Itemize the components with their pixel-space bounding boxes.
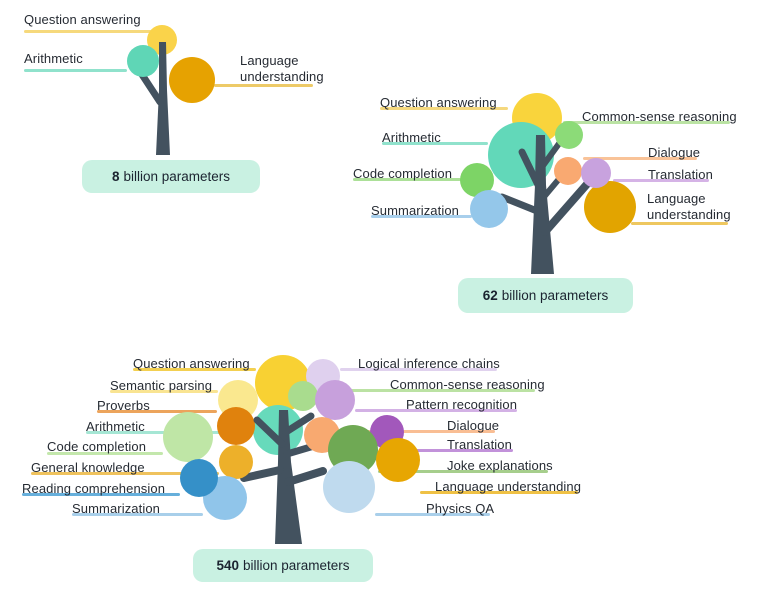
bubble-translation-62b xyxy=(581,158,611,188)
connector-reading-comprehension-540b xyxy=(22,493,180,496)
bubble-common-sense-reasoning-540b xyxy=(288,381,318,411)
badge-number-540b: 540 xyxy=(216,558,239,573)
label-joke-explanations-540b: Joke explanations xyxy=(447,458,553,473)
bubble-proverbs-540b xyxy=(217,407,255,445)
connector-language-understanding-8b xyxy=(214,84,313,87)
connector-proverbs-540b xyxy=(97,410,217,413)
label-pattern-recognition-540b: Pattern recognition xyxy=(406,397,518,412)
label-code-completion-540b: Code completion xyxy=(47,439,147,454)
label-common-sense-reasoning-540b: Common-sense reasoning xyxy=(390,377,545,392)
connector-translation-540b xyxy=(390,449,513,452)
parameter-badge-8b: 8 billion parameters xyxy=(82,160,260,193)
connector-logical-inference-chains-540b xyxy=(340,368,497,371)
bubble-language-understanding-8b xyxy=(169,57,215,103)
label-proverbs-540b: Proverbs xyxy=(97,398,150,413)
connector-arithmetic-8b xyxy=(24,69,127,72)
bubble-arithmetic-8b xyxy=(127,45,159,77)
badge-unit-62b: billion parameters xyxy=(501,288,609,303)
connector-dialogue-62b xyxy=(583,157,697,160)
connector-language-understanding-540b xyxy=(420,491,578,494)
label-translation-62b: Translation xyxy=(648,167,713,182)
label-arithmetic-62b: Arithmetic xyxy=(382,130,441,145)
connector-pattern-recognition-540b xyxy=(355,409,517,412)
connector-question-answering-540b xyxy=(133,368,256,371)
badge-number-8b: 8 xyxy=(111,169,120,184)
label-general-knowledge-540b: General knowledge xyxy=(31,460,145,475)
connector-code-completion-62b xyxy=(353,178,461,181)
label-question-answering-62b: Question answering xyxy=(380,95,497,110)
label-common-sense-reasoning-62b: Common-sense reasoning xyxy=(582,109,737,124)
label-semantic-parsing-540b: Semantic parsing xyxy=(110,378,213,393)
bubble-dialogue-62b xyxy=(554,157,582,185)
label-physics-qa-540b: Physics QA xyxy=(426,501,495,516)
connector-joke-explanations-540b xyxy=(378,470,548,473)
badge-unit-8b: billion parameters xyxy=(123,169,231,184)
parameter-badge-62b: 62 billion parameters xyxy=(458,278,633,313)
connector-summarization-540b xyxy=(72,513,203,516)
bubble-general-knowledge-540b xyxy=(219,445,253,479)
bubble-common-sense-reasoning-62b xyxy=(555,121,583,149)
bubble-language-understanding-62b xyxy=(584,181,636,233)
bubble-summarization-62b xyxy=(470,190,508,228)
label-question-answering-540b: Question answering xyxy=(133,356,250,371)
connector-question-answering-62b xyxy=(380,107,508,110)
connector-code-completion-540b xyxy=(47,452,163,455)
connector-common-sense-reasoning-62b xyxy=(563,121,730,124)
bubble-pattern-recognition-540b xyxy=(315,380,355,420)
label-language-understanding-8b: Language understanding xyxy=(240,53,324,84)
label-dialogue-62b: Dialogue xyxy=(648,145,701,160)
label-language-understanding-540b: Language understanding xyxy=(435,479,582,494)
bubble-language-understanding-540b xyxy=(376,438,420,482)
label-logical-inference-chains-540b: Logical inference chains xyxy=(358,356,500,371)
label-reading-comprehension-540b: Reading comprehension xyxy=(22,481,166,496)
label-language-understanding-62b: Language understanding xyxy=(647,191,731,222)
badge-unit-540b: billion parameters xyxy=(242,558,350,573)
label-summarization-62b: Summarization xyxy=(371,203,459,218)
connector-general-knowledge-540b xyxy=(31,472,219,475)
connector-summarization-62b xyxy=(371,215,472,218)
label-dialogue-540b: Dialogue xyxy=(447,418,500,433)
connector-dialogue-540b xyxy=(340,430,495,433)
badge-number-62b: 62 xyxy=(482,288,498,303)
label-code-completion-62b: Code completion xyxy=(353,166,453,181)
label-arithmetic-8b: Arithmetic xyxy=(24,51,83,66)
bubble-physics-qa-540b xyxy=(323,461,375,513)
label-question-answering-8b: Question answering xyxy=(24,12,141,27)
connector-question-answering-8b xyxy=(24,30,152,33)
connector-common-sense-reasoning-540b xyxy=(318,389,535,392)
parameter-badge-540b: 540 billion parameters xyxy=(193,549,373,582)
bubble-code-completion-540b xyxy=(163,412,213,462)
label-translation-540b: Translation xyxy=(447,437,512,452)
tree-trunk-62b xyxy=(498,131,592,274)
tree-trunk-540b xyxy=(240,410,327,544)
connector-physics-qa-540b xyxy=(375,513,490,516)
connector-arithmetic-62b xyxy=(382,142,488,145)
connector-semantic-parsing-540b xyxy=(110,390,218,393)
label-summarization-540b: Summarization xyxy=(72,501,160,516)
connector-language-understanding-62b xyxy=(631,222,728,225)
bubble-reading-comprehension-540b xyxy=(180,459,218,497)
connector-translation-62b xyxy=(613,179,709,182)
label-arithmetic-540b: Arithmetic xyxy=(86,419,145,434)
